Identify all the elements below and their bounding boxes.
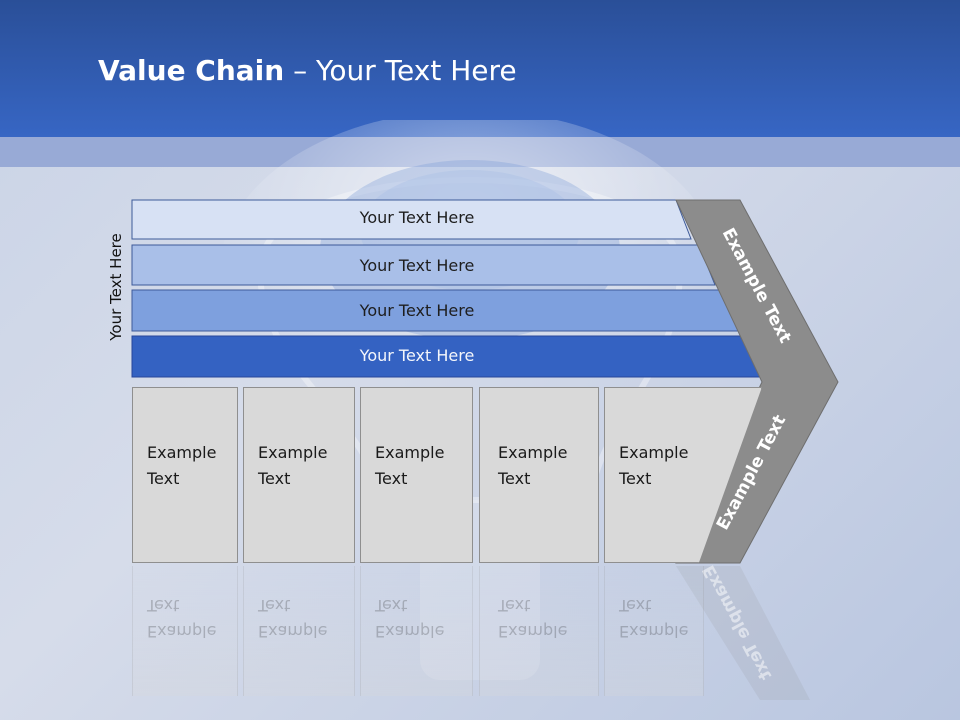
bar-label-2: Your Text Here <box>359 256 475 275</box>
chevron-reflection <box>676 566 810 700</box>
chevron-arrow <box>675 199 839 564</box>
bar-row-2 <box>131 244 716 286</box>
bar-label-3: Your Text Here <box>359 301 475 320</box>
bar-label-container-3: Your Text Here <box>132 303 702 323</box>
page-title: Value Chain – Your Text Here <box>98 54 517 87</box>
chevron-upper-label: Example Text <box>718 225 795 347</box>
header-bar <box>0 0 960 137</box>
bar-label-container-2: Your Text Here <box>132 258 702 278</box>
bar-label-1: Your Text Here <box>359 208 475 227</box>
bar-label-container-4: Your Text Here <box>132 348 702 368</box>
bar-label-container-1: Your Text Here <box>132 210 702 230</box>
chevron-reflection-label: Example Text <box>699 562 776 684</box>
bar-row-1 <box>131 199 692 240</box>
bar-label-4: Your Text Here <box>359 346 475 365</box>
